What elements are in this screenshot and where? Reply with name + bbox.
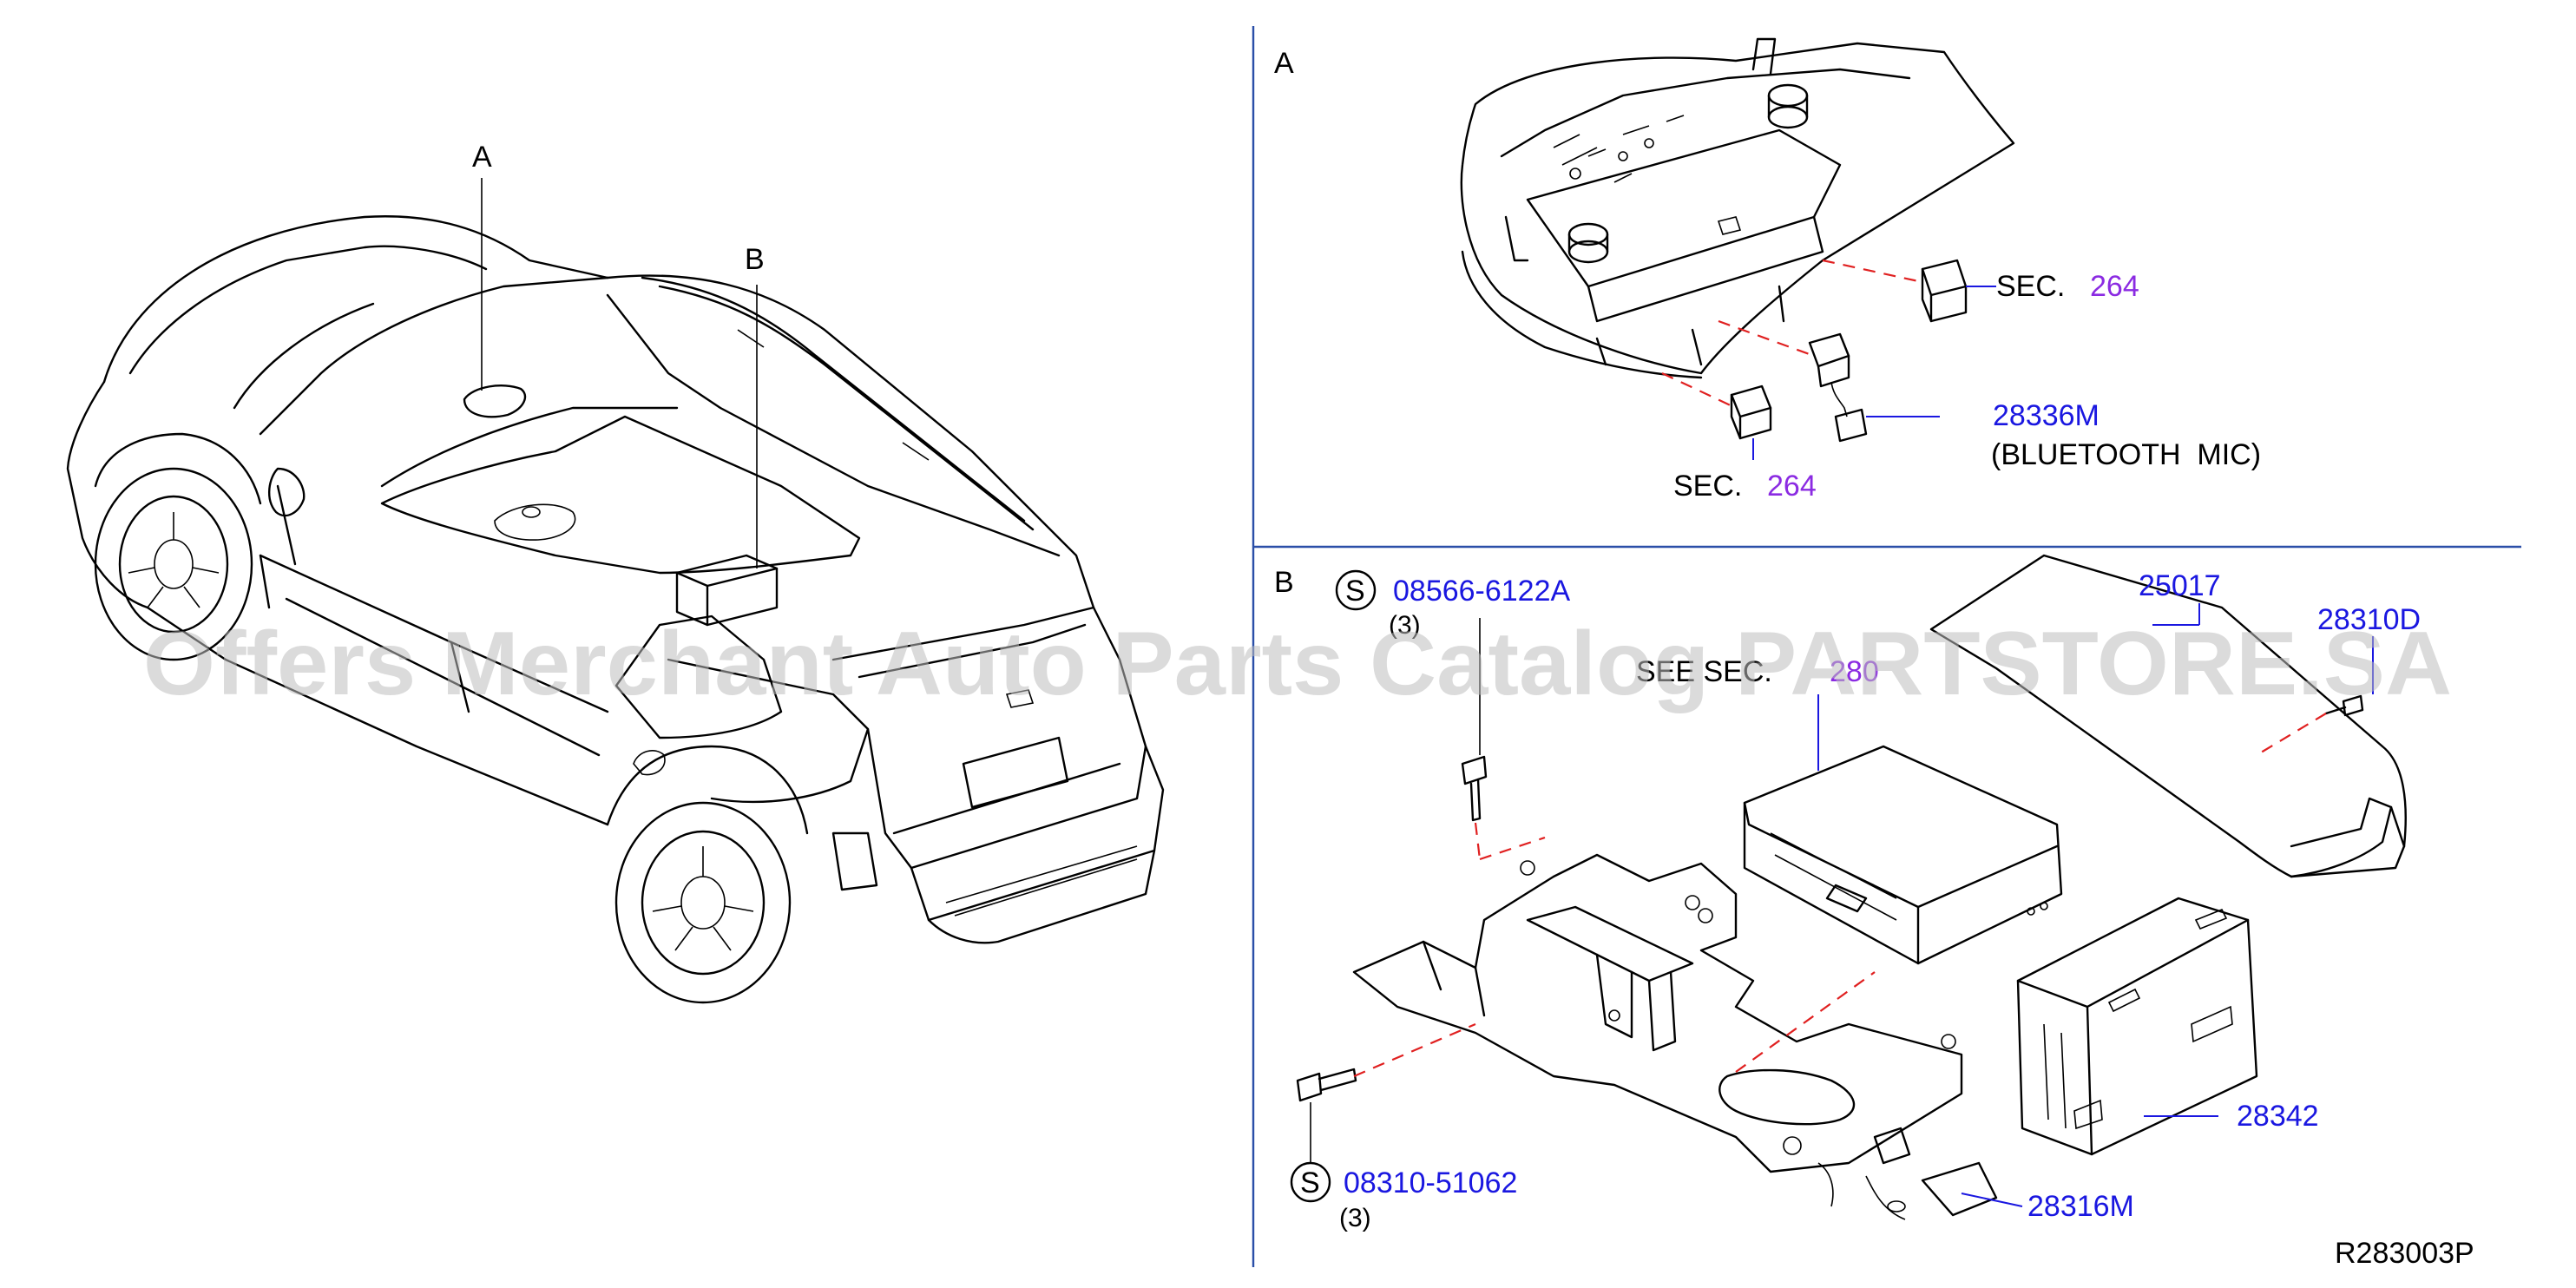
dash-a-2 [1718, 319, 1815, 358]
part-number-28342[interactable]: 28342 [2237, 1100, 2319, 1133]
dash-b-1 [1474, 822, 1482, 860]
dash-b-2 [1479, 836, 1546, 861]
section-label-b: B [1274, 566, 1294, 599]
watermark-text: Offers Merchant Auto Parts Catalog PARTS… [143, 614, 2452, 714]
section-label-a: A [1274, 47, 1294, 80]
vehicle-callout-b: B [745, 243, 765, 276]
vehicle-illustration [66, 178, 1165, 1004]
sec-ref-264-top: 264 [2090, 270, 2139, 303]
s-marker-1: S [1345, 575, 1365, 608]
bolt-1-quantity: (3) [1389, 611, 1421, 640]
dash-b-3 [1353, 1022, 1476, 1078]
dash-a-3 [1661, 372, 1737, 409]
vehicle-callout-a: A [472, 141, 492, 174]
sec-label-bottom: SEC. [1673, 470, 1742, 503]
dash-b-5 [2256, 713, 2327, 756]
audio-unit-illustration [1290, 554, 2407, 1220]
bolt-2-quantity: (3) [1339, 1204, 1371, 1232]
overhead-console-illustration [1460, 37, 2015, 460]
bluetooth-mic-note: (BLUETOOTH MIC) [1991, 438, 2261, 471]
s-marker-2: S [1300, 1166, 1320, 1199]
part-number-28316M[interactable]: 28316M [2027, 1190, 2134, 1223]
see-sec-ref-280: 280 [1830, 655, 1879, 688]
sec-ref-264-bottom: 264 [1767, 470, 1817, 503]
see-sec-label: SEE SEC. [1636, 655, 1772, 688]
part-number-28310D[interactable]: 28310D [2317, 603, 2421, 636]
part-number-08566-6122A[interactable]: 08566-6122A [1393, 575, 1571, 608]
dash-b-4 [1735, 971, 1876, 1073]
part-number-08310-51062[interactable]: 08310-51062 [1344, 1166, 1517, 1199]
diagram-code: R283003P [2335, 1237, 2474, 1270]
dash-a-1 [1822, 259, 1923, 284]
s-marker-1-ring [1335, 569, 1377, 611]
sec-label-top: SEC. [1996, 270, 2065, 303]
s-marker-2-ring [1290, 1161, 1331, 1203]
part-number-28336M[interactable]: 28336M [1993, 399, 2100, 432]
part-number-25017[interactable]: 25017 [2139, 569, 2221, 602]
